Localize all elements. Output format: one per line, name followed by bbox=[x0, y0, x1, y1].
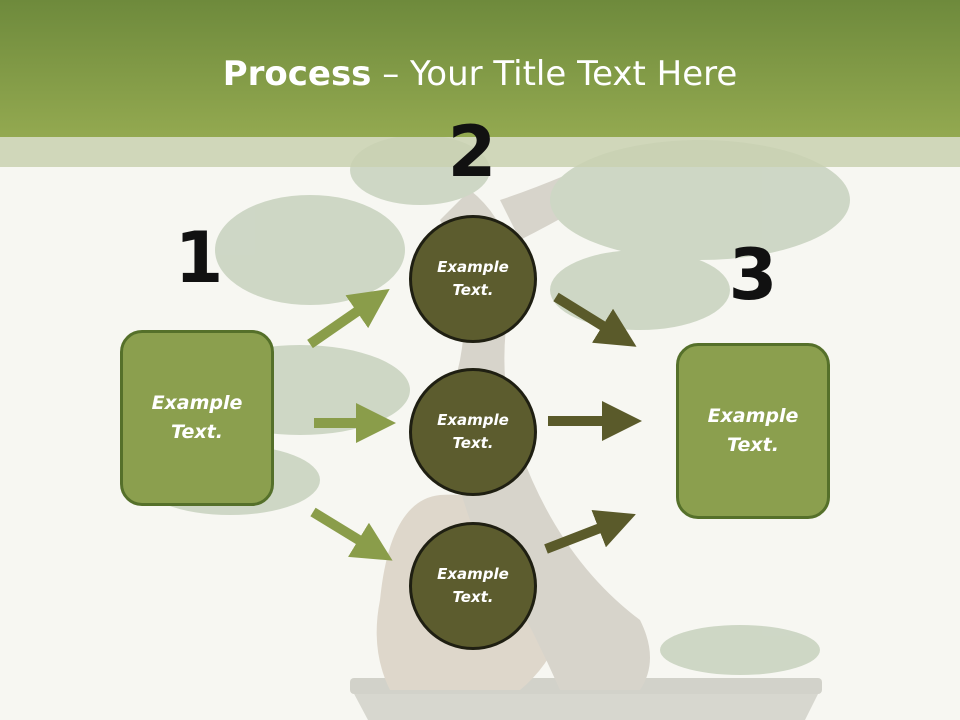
circle-middle-text: Example Text. bbox=[437, 411, 509, 452]
circle-top-text: Example Text. bbox=[437, 258, 509, 299]
header-strip bbox=[0, 137, 960, 167]
step-number-2: 2 bbox=[447, 111, 497, 193]
step-1-box[interactable]: Example Text. bbox=[120, 330, 274, 506]
step-number-1: 1 bbox=[174, 217, 224, 299]
step-1-text: Example Text. bbox=[151, 392, 243, 443]
arrow-box-to-circle-top bbox=[307, 288, 390, 349]
circle-middle[interactable]: Example Text. bbox=[409, 368, 537, 496]
step-3-box[interactable]: Example Text. bbox=[676, 343, 830, 519]
title-rest: – Your Title Text Here bbox=[371, 54, 738, 94]
circle-top[interactable]: Example Text. bbox=[409, 215, 537, 343]
circle-bottom[interactable]: Example Text. bbox=[409, 522, 537, 650]
arrow-box-to-circle-bottom bbox=[310, 507, 393, 561]
step-3-text: Example Text. bbox=[707, 405, 799, 456]
title-bar bbox=[0, 0, 960, 137]
step-number-3: 3 bbox=[728, 234, 778, 316]
slide-title: Process – Your Title Text Here bbox=[0, 52, 960, 96]
circle-bottom-text: Example Text. bbox=[437, 565, 509, 606]
arrow-circle-top-to-box bbox=[553, 292, 637, 347]
title-bold: Process bbox=[222, 54, 372, 94]
arrow-circle-bottom-to-box bbox=[544, 509, 636, 554]
